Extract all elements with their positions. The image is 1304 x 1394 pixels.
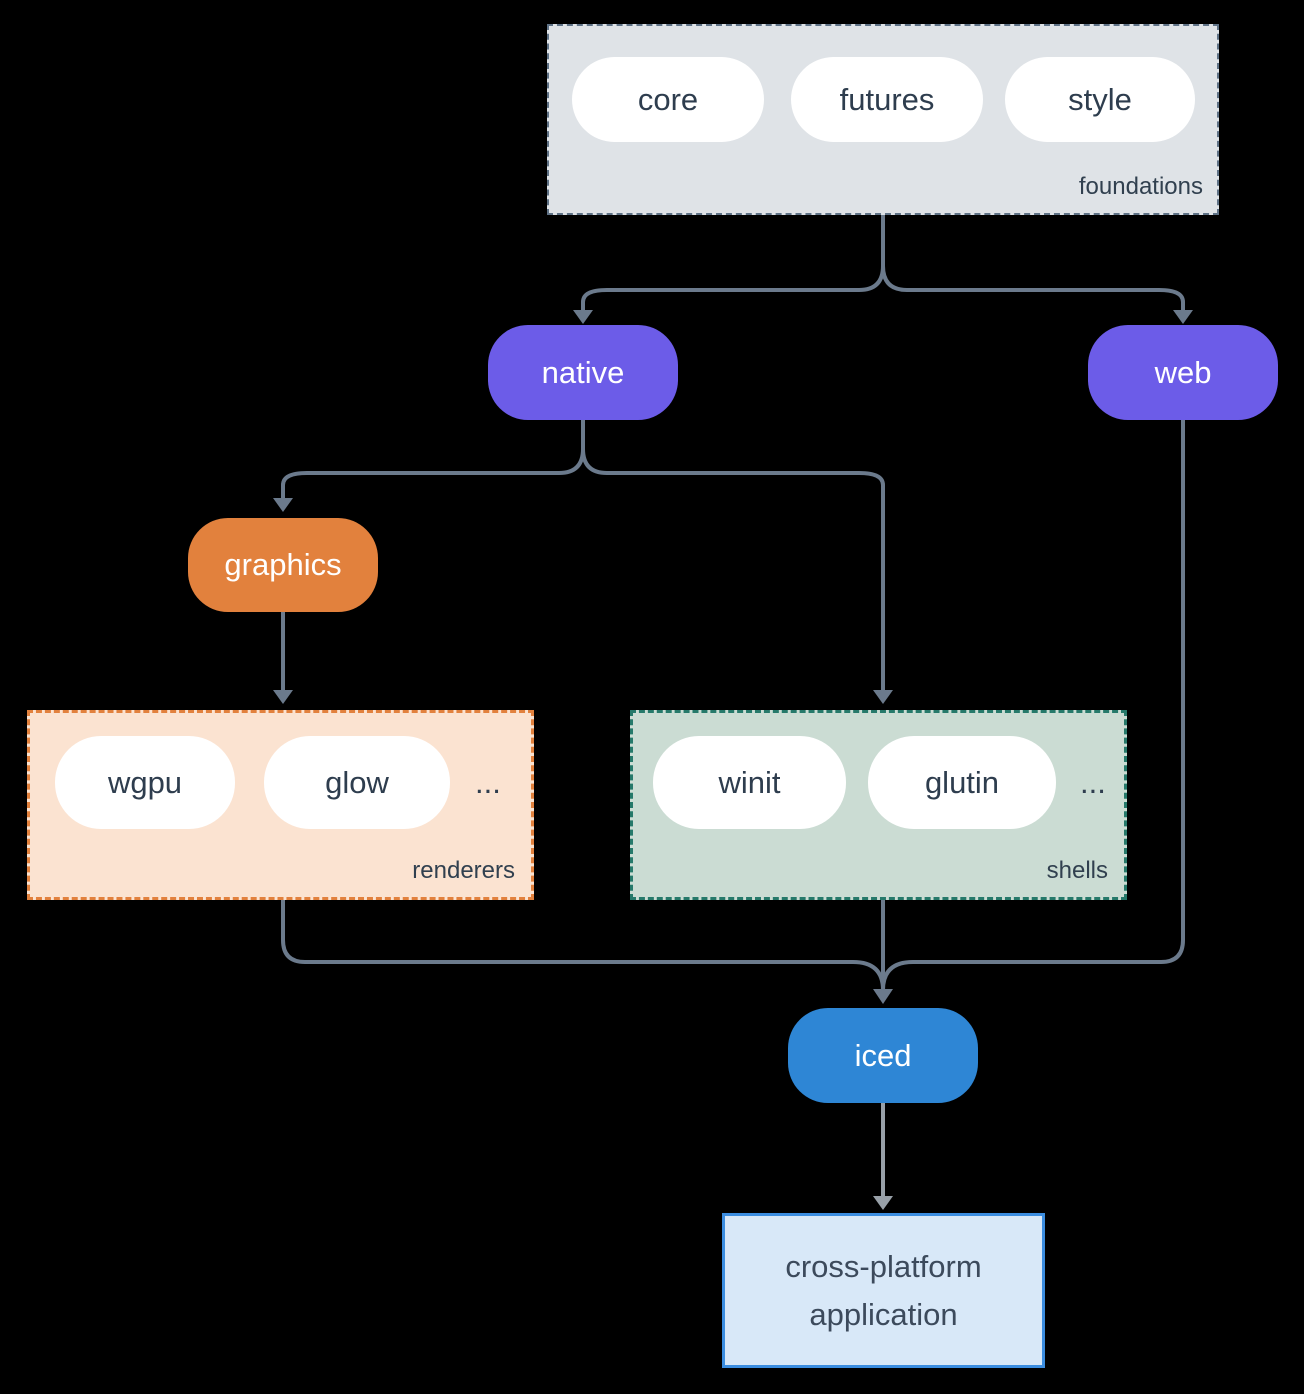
- group-renderers-label: renderers: [412, 857, 515, 884]
- pill-glutin: glutin: [868, 736, 1056, 829]
- group-shells-label: shells: [1046, 857, 1108, 884]
- pill-style: style: [1005, 57, 1195, 142]
- edge-foundations-native: [581, 215, 885, 310]
- renderers-ellipsis: ...: [475, 764, 501, 800]
- pill-winit: winit: [653, 736, 846, 829]
- node-native: native: [488, 325, 678, 420]
- shells-ellipsis: ...: [1080, 764, 1106, 800]
- arrowhead-native: [573, 310, 593, 324]
- group-renderers: wgpu glow ... renderers: [27, 710, 534, 900]
- edge-foundations-web: [881, 265, 1185, 310]
- arrowhead-application: [873, 1196, 893, 1210]
- node-application: cross-platform application: [722, 1213, 1045, 1368]
- edge-native-shells: [581, 448, 885, 690]
- pill-glow: glow: [264, 736, 450, 829]
- arrowhead-shells: [873, 690, 893, 704]
- edge-renderers-merge: [281, 900, 885, 991]
- pill-core: core: [572, 57, 764, 142]
- pill-wgpu: wgpu: [55, 736, 235, 829]
- group-shells: winit glutin ... shells: [630, 710, 1127, 900]
- edge-web-merge: [881, 420, 1185, 991]
- node-web: web: [1088, 325, 1278, 420]
- group-foundations-label: foundations: [1078, 173, 1203, 200]
- arrowhead-web: [1173, 310, 1193, 324]
- group-foundations: core futures style foundations: [547, 24, 1219, 215]
- arrowhead-graphics: [273, 498, 293, 512]
- pill-futures: futures: [791, 57, 983, 142]
- node-graphics: graphics: [188, 518, 378, 612]
- application-line2: application: [809, 1296, 958, 1332]
- application-line1: cross-platform: [785, 1248, 982, 1284]
- arrowhead-renderers: [273, 690, 293, 704]
- arrowhead-iced: [873, 989, 893, 1004]
- edge-native-graphics: [281, 420, 585, 498]
- node-iced: iced: [788, 1008, 978, 1103]
